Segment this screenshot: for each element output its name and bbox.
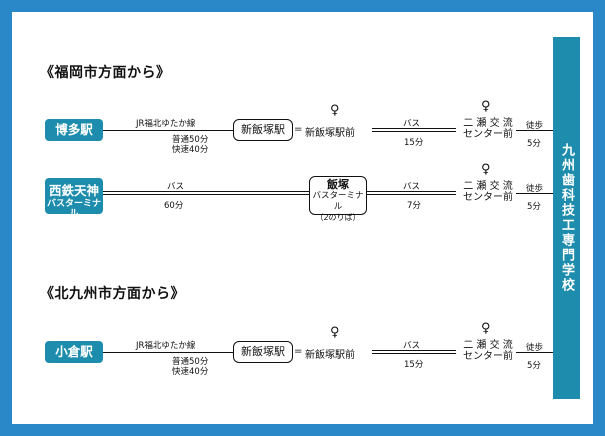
transfer-equals: = (294, 124, 303, 135)
origin-label: 小倉駅 (55, 344, 93, 359)
rapid-time: 快速40分 (172, 145, 209, 155)
bus-stop-icon: ♀ (481, 162, 491, 177)
transfer-station-shiniizuka: 新飯塚駅 (233, 119, 293, 141)
stop-line-2: センター前 (463, 192, 513, 203)
stop-line-1: 二 瀬 交 流 (463, 340, 513, 351)
walk-label: 徒歩 (526, 184, 544, 194)
origin-station-hakata: 博多駅 (45, 119, 103, 141)
line-name: JR福北ゆたか線 (136, 341, 196, 351)
origin-station-tenjin: 西鉄天神 バスターミナル （1のりば） (45, 178, 103, 229)
section-heading-fukuoka: 《福岡市方面から》 (40, 65, 171, 81)
bus-line (103, 191, 309, 195)
rail-line (103, 130, 233, 131)
origin-sub2: （1のりば） (48, 219, 100, 229)
destination-bus-stop: 二 瀬 交 流 センター前 (458, 181, 518, 203)
stop-line-2: センター前 (463, 351, 513, 362)
transfer-equals: = (294, 346, 303, 357)
origin-label: 博多駅 (55, 122, 93, 137)
transfer-label: 飯塚 (327, 178, 349, 191)
stop-line-1: 二 瀬 交 流 (463, 118, 513, 129)
destination-bus-stop: 二 瀬 交 流 センター前 (458, 340, 518, 362)
section-heading-kitakyushu: 《北九州市方面から》 (40, 286, 185, 302)
bus-stop-name: 新飯塚駅前 (305, 128, 355, 139)
walk-label: 徒歩 (526, 343, 544, 353)
transfer-station-iizuka: 飯塚 バスターミナル （2のりば） (309, 176, 367, 222)
destination-bus-stop: 二 瀬 交 流 センター前 (458, 118, 518, 140)
walk-time: 5分 (527, 202, 541, 212)
bus-time: 60分 (164, 201, 184, 211)
bus-stop-icon: ♀ (481, 321, 491, 336)
bus-label: バス (403, 341, 421, 351)
stop-line-1: 二 瀬 交 流 (463, 181, 513, 192)
walk-line (516, 193, 553, 194)
bus-time: 7分 (407, 201, 421, 211)
bus-stop-icon: ♀ (330, 325, 340, 340)
stop-line-2: センター前 (463, 129, 513, 140)
bus-time: 15分 (404, 360, 424, 370)
bus-stop-icon: ♀ (481, 99, 491, 114)
local-time: 普通50分 (172, 357, 209, 367)
bus-label: バス (167, 182, 185, 192)
transfer-sub2: （2のりば） (315, 213, 361, 222)
bus-line (367, 191, 456, 195)
bus-label: バス (403, 119, 421, 129)
origin-sub: バスターミナル (46, 199, 101, 219)
rail-line (103, 352, 233, 353)
walk-label: 徒歩 (526, 121, 544, 131)
walk-time: 5分 (527, 139, 541, 149)
transfer-station-shiniizuka: 新飯塚駅 (233, 341, 293, 363)
walk-line (516, 352, 553, 353)
bus-stop-icon: ♀ (330, 103, 340, 118)
walk-line (516, 130, 553, 131)
transfer-sub: バスターミナル (312, 191, 364, 212)
walk-time: 5分 (527, 361, 541, 371)
origin-label: 西鉄天神 (48, 183, 99, 198)
bus-time: 15分 (404, 138, 424, 148)
line-name: JR福北ゆたか線 (136, 119, 196, 129)
rapid-time: 快速40分 (172, 367, 209, 377)
bus-stop-name: 新飯塚駅前 (305, 350, 355, 361)
bus-label: バス (403, 182, 421, 192)
destination-school-banner: 九州歯科技工専門学校 (553, 37, 580, 399)
local-time: 普通50分 (172, 135, 209, 145)
origin-station-kokura: 小倉駅 (45, 341, 103, 363)
bus-line (372, 128, 456, 132)
bus-line (372, 350, 456, 354)
